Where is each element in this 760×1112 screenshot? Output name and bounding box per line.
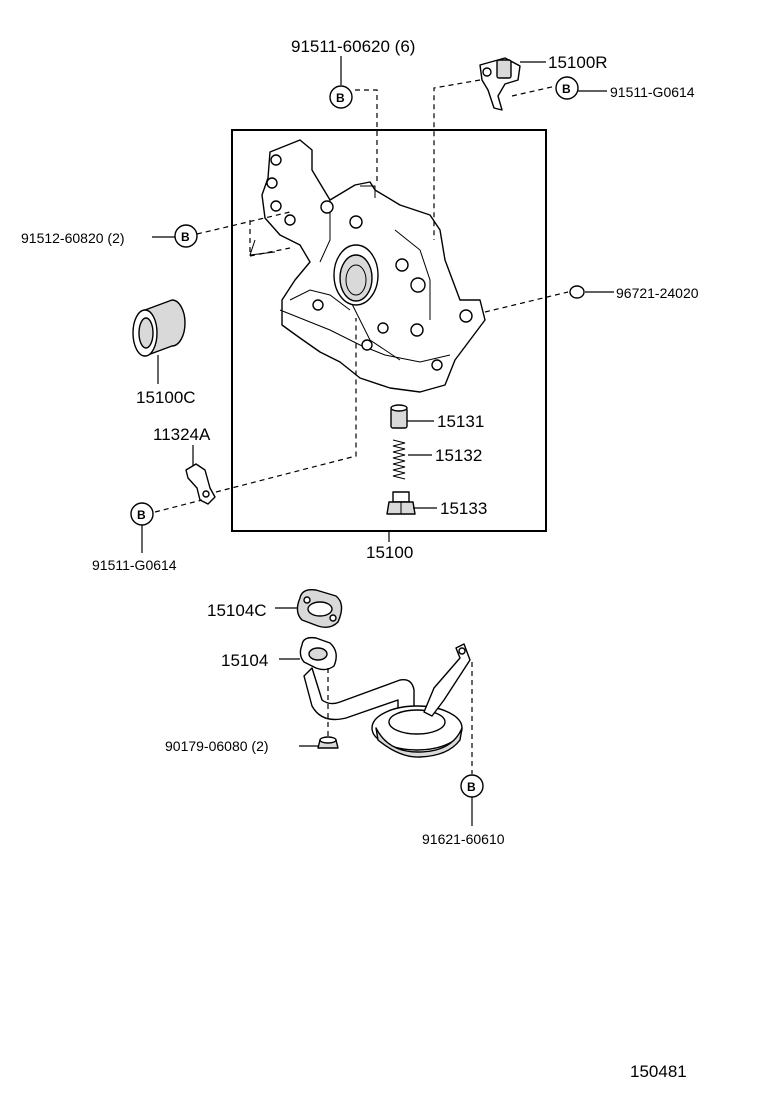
marker-b-text: B bbox=[181, 230, 190, 244]
bracket-11324a-part[interactable] bbox=[185, 463, 216, 505]
marker-b-icon: B bbox=[329, 85, 353, 109]
nut-90179-06080-part[interactable] bbox=[317, 736, 339, 749]
diagram-number: 150481 bbox=[630, 1062, 687, 1081]
spring-15132-part[interactable] bbox=[392, 439, 406, 480]
plug-15133-part[interactable] bbox=[386, 491, 416, 515]
label-15100r: 15100R bbox=[548, 53, 608, 72]
marker-b-icon: B bbox=[460, 774, 484, 798]
label-91511-g0614-top: 91511-G0614 bbox=[610, 84, 695, 100]
label-15131: 15131 bbox=[437, 412, 484, 431]
label-15132: 15132 bbox=[435, 446, 482, 465]
o-ring-96721-24020-part[interactable] bbox=[569, 285, 585, 299]
oil-pump-body[interactable] bbox=[249, 139, 486, 393]
sensor-15100r-part[interactable] bbox=[479, 57, 521, 111]
relief-valve-15131-part[interactable] bbox=[390, 404, 408, 429]
label-91621-60610: 91621-60610 bbox=[422, 831, 505, 847]
label-11324a: 11324A bbox=[153, 425, 211, 444]
label-91511-60620: 91511-60620 (6) bbox=[291, 37, 415, 56]
marker-b-text: B bbox=[137, 508, 146, 522]
label-91512-60820: 91512-60820 (2) bbox=[21, 230, 125, 246]
oil-seal-15100c-part[interactable] bbox=[132, 299, 186, 357]
label-15100: 15100 bbox=[366, 543, 413, 562]
marker-b-text: B bbox=[336, 91, 345, 105]
label-96721-24020: 96721-24020 bbox=[616, 285, 699, 301]
label-91511-g0614-left: 91511-G0614 bbox=[92, 557, 177, 573]
label-15104c: 15104C bbox=[207, 601, 267, 620]
label-15133: 15133 bbox=[440, 499, 487, 518]
marker-b-icon: B bbox=[555, 76, 579, 100]
label-15104: 15104 bbox=[221, 651, 268, 670]
gasket-15104c-part[interactable] bbox=[296, 588, 343, 629]
marker-b-text: B bbox=[562, 82, 571, 96]
oil-strainer-15104-part[interactable] bbox=[299, 636, 471, 758]
marker-b-icon: B bbox=[130, 502, 154, 526]
marker-b-icon: B bbox=[174, 224, 198, 248]
label-15100c: 15100C bbox=[136, 388, 196, 407]
label-90179-06080: 90179-06080 (2) bbox=[165, 738, 269, 754]
marker-b-text: B bbox=[467, 780, 476, 794]
